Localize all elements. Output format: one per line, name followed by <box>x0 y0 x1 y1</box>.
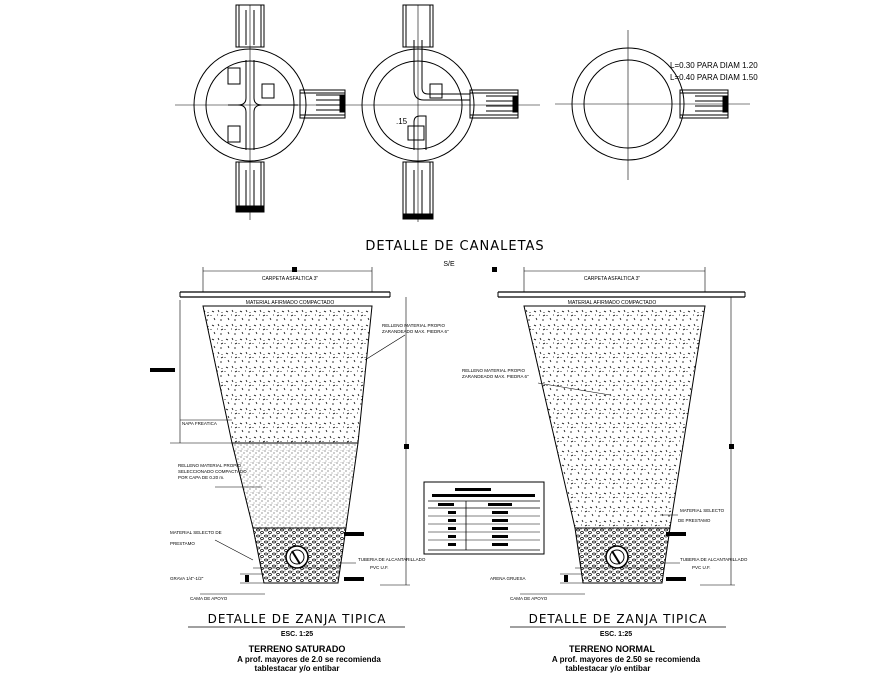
left-label-relleno-sel-2: SELECCIONADO COMPACTADO <box>178 469 247 474</box>
left-label-material: MATERIAL AFIRMADO COMPACTADO <box>246 300 335 306</box>
manhole-plan-1 <box>175 4 346 220</box>
right-terrain: TERRENO NORMAL <box>569 644 655 654</box>
left-label-selecto-2: PRESTAMO <box>170 541 195 546</box>
right-title: DETALLE DE ZANJA TIPICA <box>529 612 708 626</box>
right-label-selecto-2: DE PRESTAMO <box>678 518 711 523</box>
plan-note-2: L=0.40 PARA DIAM 1.50 <box>670 73 758 82</box>
left-label-grava: GRAVA 1/4"-1/2" <box>170 576 204 581</box>
left-label-relleno-1: RELLENO MATERIAL PROPIO <box>382 323 446 328</box>
right-scale: ESC. 1:25 <box>600 631 632 638</box>
legend-table <box>423 481 545 555</box>
right-label-relleno-2: ZARANDEADO MAX. PIEDRA 6" <box>462 374 529 379</box>
manhole-plan-3 <box>555 30 750 180</box>
left-label-napa: NAPA FREATICA <box>182 421 217 426</box>
right-label-carpeta: CARPETA ASFALTICA 3" <box>584 276 641 282</box>
plan-scale: S/E <box>443 261 455 268</box>
left-label-relleno-sel-3: POR CAPA DE 0.20 m. <box>178 475 224 480</box>
trench-left <box>150 267 410 595</box>
left-label-carpeta: CARPETA ASFALTICA 3" <box>262 276 319 282</box>
left-label-relleno-sel-1: RELLENO MATERIAL PROPIO <box>178 463 242 468</box>
left-title: DETALLE DE ZANJA TIPICA <box>208 612 387 626</box>
right-label-arena: ARENA GRUESA <box>490 576 526 581</box>
right-note-2: tablestacar y/o entibar <box>566 664 651 673</box>
right-label-tuberia-2: PVC U.F. <box>692 565 711 570</box>
left-scale: ESC. 1:25 <box>281 631 313 638</box>
left-note-2: tablestacar y/o entibar <box>255 664 340 673</box>
right-label-cama: CAMA DE APOYO <box>510 596 548 601</box>
plan-title: DETALLE DE CANALETAS <box>365 239 544 254</box>
left-note-1: A prof. mayores de 2.0 se recomienda <box>237 655 381 664</box>
right-label-selecto-1: MATERIAL SELECTO <box>680 508 725 513</box>
left-label-relleno-2: ZARANDEADO MAX. PIEDRA 6" <box>382 329 449 334</box>
left-terrain: TERRENO SATURADO <box>249 644 346 654</box>
right-label-relleno-1: RELLENO MATERIAL PROPIO <box>462 368 526 373</box>
plan-note-1: L=0.30 PARA DIAM 1.20 <box>670 61 758 70</box>
trench-right <box>492 267 746 595</box>
right-note-1: A prof. mayores de 2.50 se recomienda <box>552 655 701 664</box>
left-label-tuberia-2: PVC U.F. <box>370 565 389 570</box>
right-label-tuberia-1: TUBERIA DE ALCANTARILLADO <box>680 557 748 562</box>
left-label-cama: CAMA DE APOYO <box>190 596 228 601</box>
manhole-plan-2 <box>345 4 540 222</box>
left-label-tuberia-1: TUBERIA DE ALCANTARILLADO <box>358 557 426 562</box>
right-label-material: MATERIAL AFIRMADO COMPACTADO <box>568 300 657 306</box>
dim-label: .15 <box>396 117 408 126</box>
left-label-selecto-1: MATERIAL SELECTO DE <box>170 530 222 535</box>
